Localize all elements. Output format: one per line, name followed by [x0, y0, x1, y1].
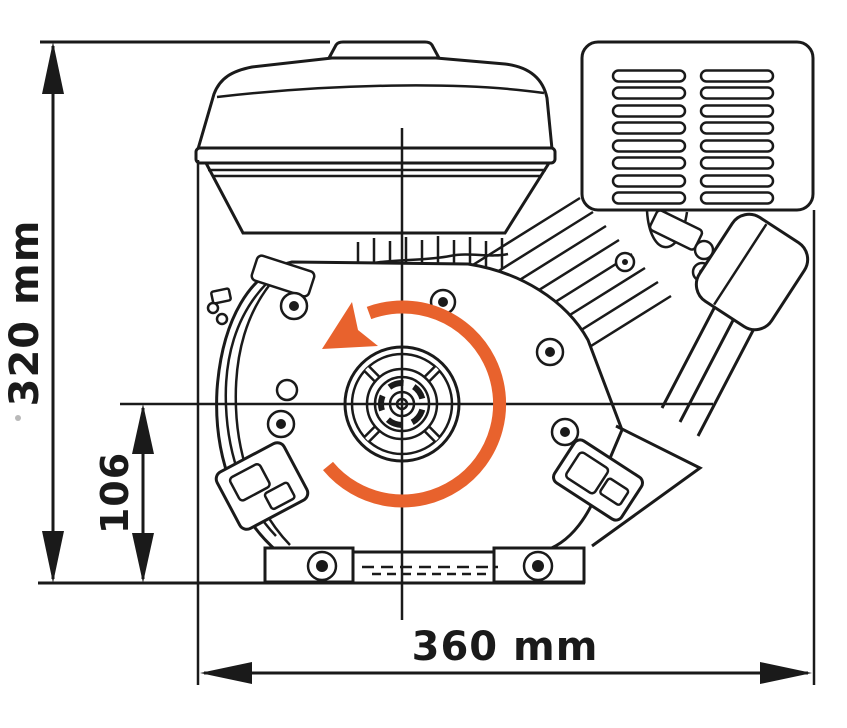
dimension-crankshaft-height: 106 [93, 404, 154, 583]
throttle-linkage [552, 438, 644, 522]
dimension-height-overall: 320 mm [2, 40, 330, 583]
engine-switch-box [214, 441, 310, 531]
cylinder-cooling-fins [451, 196, 672, 378]
fuel-cap [326, 40, 442, 60]
fuel-tank [194, 40, 557, 235]
center-crosshair [120, 128, 713, 620]
dimension-label-crank-height: 106 [93, 452, 137, 534]
muffler [580, 40, 815, 212]
dimension-width-overall: 360 mm [196, 160, 816, 685]
tank-rim [194, 146, 557, 165]
dimension-label-width: 360 mm [412, 624, 599, 670]
fuel-valve-bracket [206, 254, 316, 326]
case-bolts [266, 288, 580, 582]
valve-cover [694, 212, 810, 332]
spark-plug [648, 209, 715, 261]
scan-speck [15, 415, 21, 421]
housing-edge [591, 424, 703, 548]
dimension-label-height: 320 mm [2, 220, 48, 407]
rotation-direction-arrow-icon [322, 300, 507, 508]
